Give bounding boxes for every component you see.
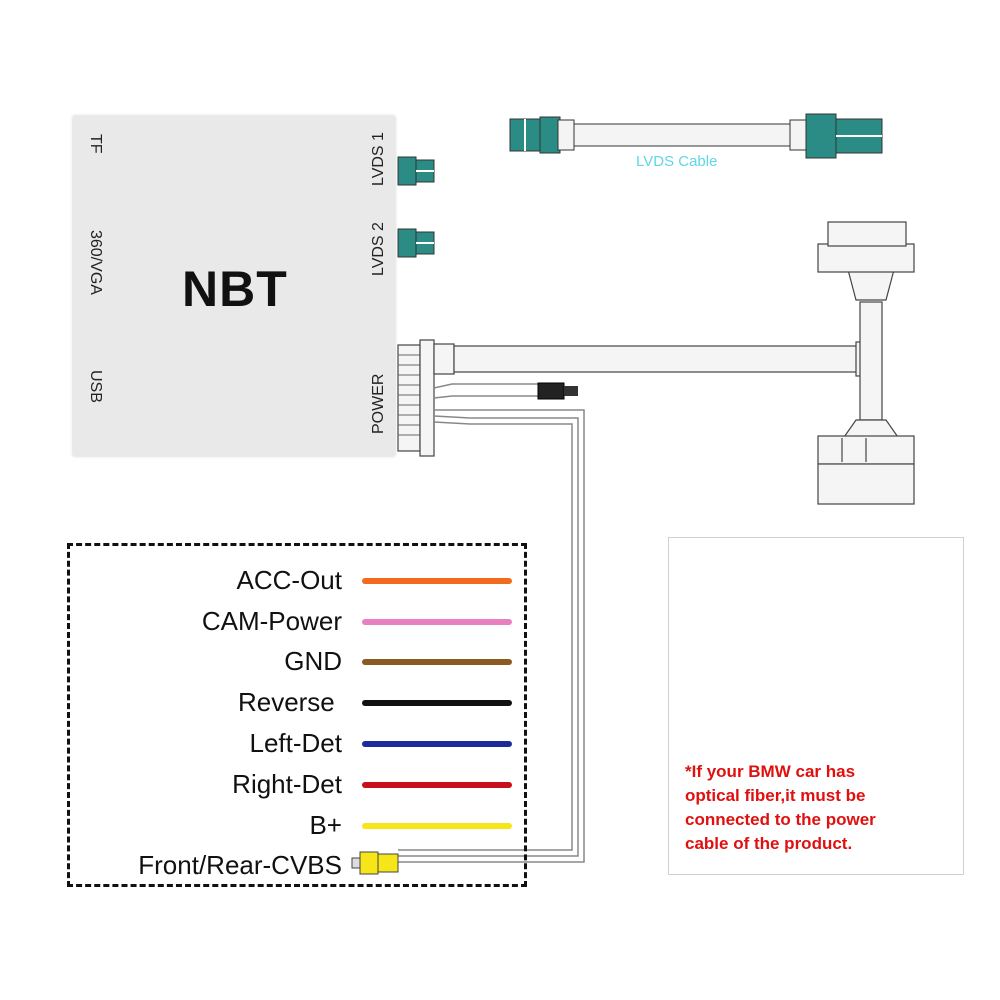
port-lvds1-label: LVDS 1 [370,132,387,186]
wire-label: B+ [309,810,342,840]
port-usb-label: USB [87,370,104,403]
nbt-module-box [73,116,395,456]
wire-color-line [362,619,512,625]
wire-row-reverse: Reverse [70,685,530,719]
wire-label: Left-Det [249,728,343,758]
optical-fiber-note-panel [668,537,964,875]
note-line: optical fiber,it must be [685,786,866,805]
port-power-label: POWER [370,373,387,434]
wire-row-cam-power: CAM-Power [70,604,530,638]
wire-label: GND [284,646,342,676]
port-tf-label: TF [87,134,104,154]
lvds1-connector [397,156,435,186]
wire-label: CAM-Power [201,606,342,636]
wire-row-left-det: Left-Det [70,726,530,760]
note-line: connected to the power [685,810,876,829]
wire-color-line [362,578,512,584]
wire-row-cvbs: Front/Rear-CVBS [70,848,530,882]
power-jack [537,382,578,400]
lvds-cable [509,113,883,159]
wire-color-line [362,659,512,665]
wire-color-line [362,823,512,829]
wire-legend: ACC-Out CAM-Power GND Reverse Left-Det R… [67,543,527,887]
lvds-cable-label: LVDS Cable [636,153,718,170]
note-line: cable of the product. [685,834,853,853]
wire-color-line [362,700,512,706]
wire-row-acc-out: ACC-Out [70,563,530,597]
power-harness [397,221,915,505]
wire-color-line [362,741,512,747]
port-lvds2-label: LVDS 2 [370,222,387,276]
device-title: NBT [182,261,288,317]
wire-label: ACC-Out [236,565,342,595]
wire-color-line [362,782,512,788]
cvbs-rca-plug [351,851,399,875]
branch-wires [398,383,585,863]
lvds2-connector [397,228,435,258]
port-360vga-label: 360/VGA [87,230,104,295]
note-line: *If your BMW car has [685,762,856,781]
wire-label: Reverse [237,687,342,717]
wire-row-b-plus: B+ [70,808,530,842]
wire-row-right-det: Right-Det [70,767,530,801]
wire-label: Right-Det [232,769,342,799]
wire-label: Front/Rear-CVBS [138,850,342,880]
wire-row-gnd: GND [70,644,530,678]
optical-fiber-note: *If your BMW car has optical fiber,it mu… [685,760,955,856]
